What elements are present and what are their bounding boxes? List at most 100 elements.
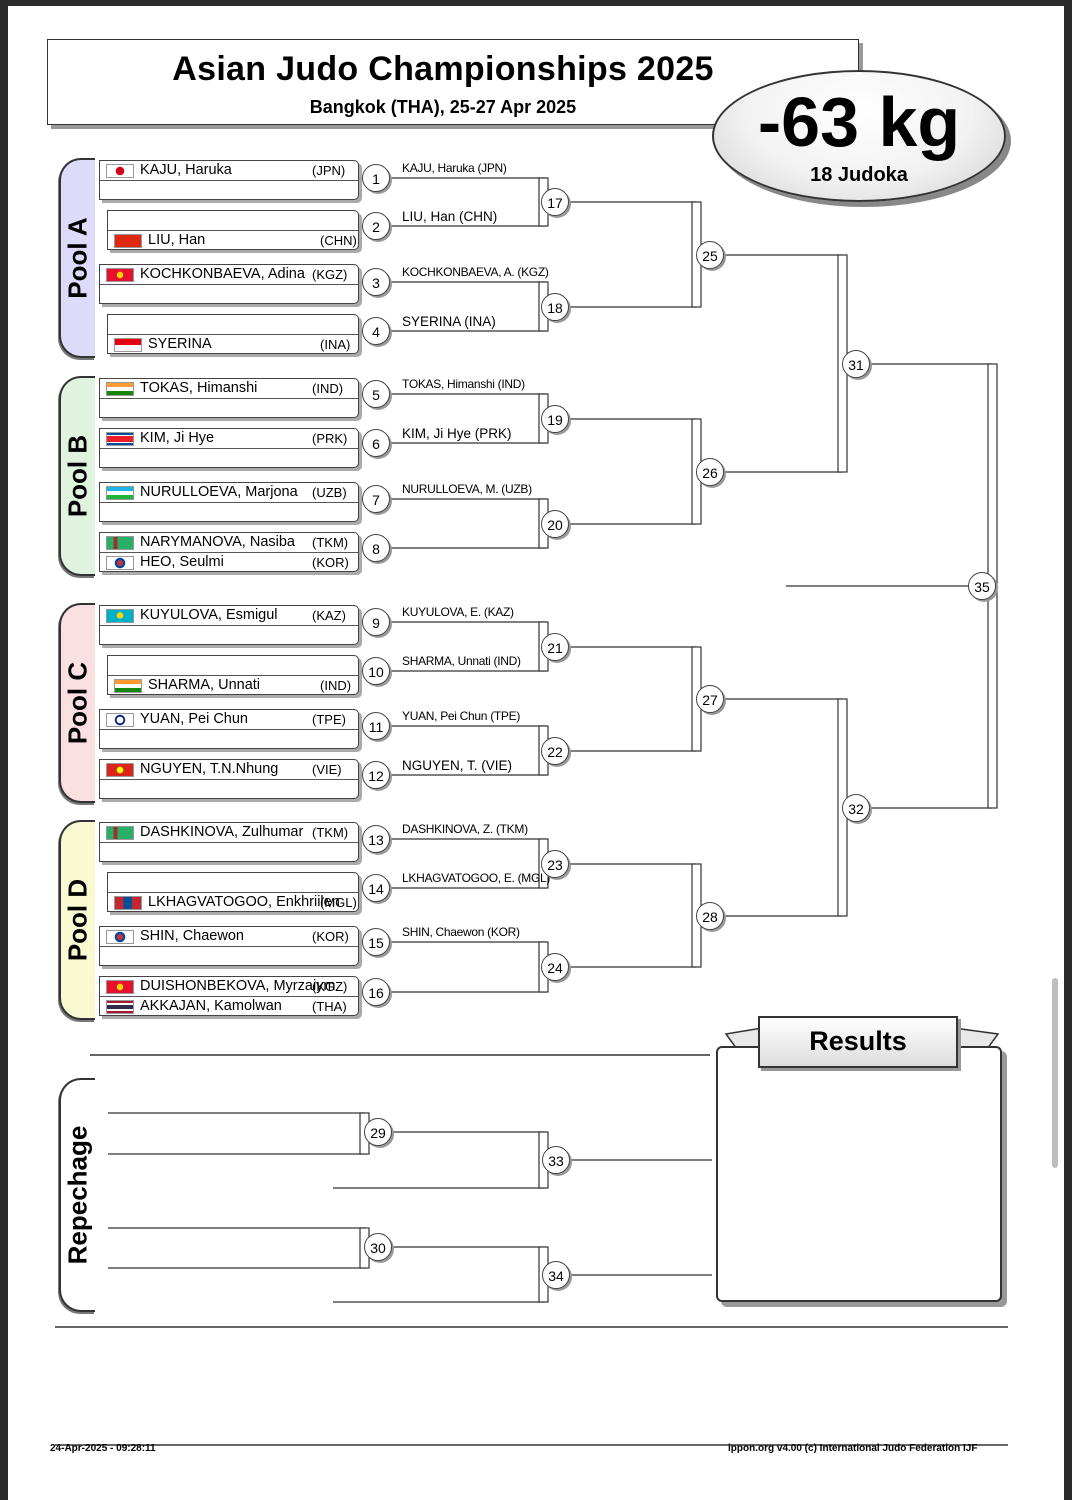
flag-jpn-icon xyxy=(106,164,134,178)
athlete-country: (KOR) xyxy=(312,929,349,944)
athlete-slot: LKHAGVATOGOO, Enkhriilen(MGL) xyxy=(107,872,359,912)
slot-divider xyxy=(100,996,358,997)
athlete-name: YUAN, Pei Chun xyxy=(140,711,248,727)
athlete-slot: KOCHKONBAEVA, Adina(KGZ) xyxy=(99,264,359,304)
athlete-country: (IND) xyxy=(312,381,344,396)
slot-divider xyxy=(108,892,358,893)
match-number: 10 xyxy=(362,657,390,685)
pool-tab-a: Pool A xyxy=(59,158,95,358)
athlete-entry: NARYMANOVA, Nasiba(TKM) xyxy=(106,534,352,552)
athlete-slot: SYERINA(INA) xyxy=(107,314,359,354)
athlete-entry: DUISHONBEKOVA, Myrzaiym(KGZ) xyxy=(106,978,352,996)
flag-kaz-icon xyxy=(106,609,134,623)
flag-kor-icon xyxy=(106,930,134,944)
athlete-country: (VIE) xyxy=(312,762,342,777)
footer-timestamp: 24-Apr-2025 - 09:28:11 xyxy=(50,1443,156,1454)
slot-divider xyxy=(100,729,358,730)
slot-divider xyxy=(100,448,358,449)
flag-chn-icon xyxy=(114,234,142,248)
athlete-name: LIU, Han xyxy=(148,232,206,248)
pool-label: Pool A xyxy=(62,217,93,299)
match-number: 13 xyxy=(362,825,390,853)
advancing-athlete: TOKAS, Himanshi (IND) xyxy=(402,377,525,391)
match-number: 33 xyxy=(542,1146,570,1174)
athlete-country: (CHN) xyxy=(320,233,357,248)
match-number: 30 xyxy=(364,1233,392,1261)
athlete-entry: NGUYEN, T.N.Nhung (VIE) xyxy=(106,761,352,779)
pool-tab-c: Pool C xyxy=(59,603,95,803)
slot-divider xyxy=(108,334,358,335)
match-number: 7 xyxy=(362,485,390,513)
slot-divider xyxy=(100,779,358,780)
flag-prk-icon xyxy=(106,432,134,446)
athlete-country: (JPN) xyxy=(312,163,346,178)
athlete-entry: KAJU, Haruka (JPN) xyxy=(106,162,352,180)
pool-tab-b: Pool B xyxy=(59,376,95,576)
flag-ind-icon xyxy=(106,382,134,396)
athlete-name: NGUYEN, T.N.Nhung xyxy=(140,761,279,777)
athlete-name: DASHKINOVA, Zulhumar xyxy=(140,824,304,840)
slot-divider xyxy=(100,625,358,626)
athlete-entry: KUYULOVA, Esmigul(KAZ) xyxy=(106,607,352,625)
athlete-entry: KIM, Ji Hye (PRK) xyxy=(106,430,352,448)
match-number: 14 xyxy=(362,874,390,902)
flag-kgz-icon xyxy=(106,268,134,282)
weight-category-badge: -63 kg 18 Judoka xyxy=(712,70,1006,202)
athlete-country: (IND) xyxy=(320,678,352,693)
match-number: 5 xyxy=(362,380,390,408)
match-number: 27 xyxy=(696,685,724,713)
athlete-slot: TOKAS, Himanshi (IND) xyxy=(99,378,359,418)
repechage-tab: Repechage xyxy=(59,1078,95,1312)
athlete-slot: NGUYEN, T.N.Nhung (VIE) xyxy=(99,759,359,799)
athlete-entry: HEO, Seulmi(KOR) xyxy=(106,554,352,572)
athlete-entry: AKKAJAN, Kamolwan(THA) xyxy=(106,998,352,1016)
athlete-entry: TOKAS, Himanshi (IND) xyxy=(106,380,352,398)
event-location-date: Bangkok (THA), 25-27 Apr 2025 xyxy=(309,97,577,117)
match-number: 3 xyxy=(362,268,390,296)
slot-divider xyxy=(100,398,358,399)
athlete-name: KOCHKONBAEVA, Adina xyxy=(140,266,305,282)
athlete-name: KIM, Ji Hye xyxy=(140,430,215,446)
flag-mgl-icon xyxy=(114,896,142,910)
athlete-slot: LIU, Han (CHN) xyxy=(107,210,359,250)
slot-divider xyxy=(100,180,358,181)
match-number: 21 xyxy=(541,633,569,661)
athlete-name: KAJU, Haruka xyxy=(140,162,232,178)
athlete-name: SHARMA, Unnati xyxy=(148,677,261,693)
pool-label: Pool D xyxy=(62,878,93,962)
match-number: 6 xyxy=(362,429,390,457)
athlete-country: (TPE) xyxy=(312,712,346,727)
match-number: 1 xyxy=(362,164,390,192)
pool-label: Pool C xyxy=(62,661,93,745)
pool-tab-d: Pool D xyxy=(59,820,95,1020)
athlete-name: TOKAS, Himanshi xyxy=(140,380,258,396)
results-title: Results xyxy=(758,1016,958,1068)
athlete-entry: DASHKINOVA, Zulhumar(TKM) xyxy=(106,824,352,842)
match-number: 35 xyxy=(968,572,996,600)
advancing-athlete: NURULLOEVA, M. (UZB) xyxy=(402,482,532,496)
athlete-country: (PRK) xyxy=(312,431,348,446)
flag-ind-icon xyxy=(114,679,142,693)
match-number: 8 xyxy=(362,534,390,562)
match-number: 12 xyxy=(362,761,390,789)
weight-category: -63 kg xyxy=(757,83,961,161)
athlete-entry: SHARMA, Unnati (IND) xyxy=(114,677,360,695)
match-number: 4 xyxy=(362,317,390,345)
advancing-athlete: KUYULOVA, E. (KAZ) xyxy=(402,605,514,619)
athlete-name: NURULLOEVA, Marjona xyxy=(140,484,298,500)
match-number: 22 xyxy=(541,737,569,765)
page-title: Asian Judo Championships 2025 xyxy=(172,50,714,88)
athlete-slot: SHARMA, Unnati (IND) xyxy=(107,655,359,695)
athlete-slot: NARYMANOVA, Nasiba(TKM) HEO, Seulmi(KOR) xyxy=(99,532,359,572)
match-number: 34 xyxy=(542,1261,570,1289)
athlete-name: LKHAGVATOGOO, Enkhriilen xyxy=(148,894,340,910)
slot-divider xyxy=(108,230,358,231)
slot-divider xyxy=(100,284,358,285)
athlete-slot: NURULLOEVA, Marjona(UZB) xyxy=(99,482,359,522)
advancing-athlete: NGUYEN, T. (VIE) xyxy=(402,758,513,773)
match-number: 19 xyxy=(541,405,569,433)
athlete-slot: KUYULOVA, Esmigul(KAZ) xyxy=(99,605,359,645)
advancing-athlete: DASHKINOVA, Z. (TKM) xyxy=(402,822,528,836)
scrollbar-thumb[interactable] xyxy=(1052,978,1058,1168)
athlete-country: (INA) xyxy=(320,337,351,352)
